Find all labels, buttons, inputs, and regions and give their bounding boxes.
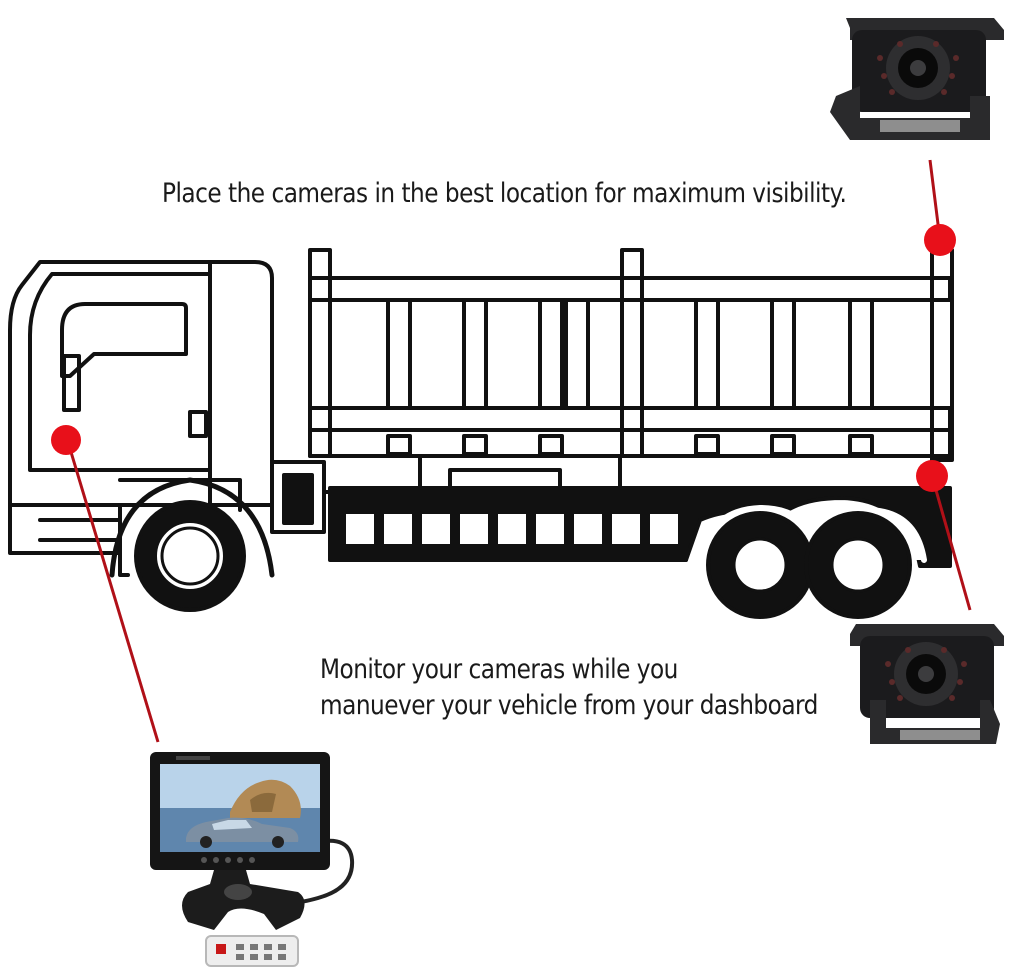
monitor-caption-line-2: manuever your vehicle from your dashboar… [320, 690, 818, 721]
dump-truck-illustration [8, 248, 954, 619]
door-handle [188, 410, 208, 438]
front-wheel [109, 477, 275, 612]
rear-view-camera-icon [850, 624, 1004, 744]
rear-view-camera-icon [830, 18, 1004, 140]
camera-markers [51, 224, 956, 492]
remote-control-icon [205, 935, 299, 967]
monitor-stand [182, 870, 305, 930]
dump-bed [308, 248, 954, 490]
side-mirror [62, 354, 81, 412]
dashboard-monitor-icon [150, 752, 355, 930]
cab-window [60, 302, 188, 378]
marker-top-rear [924, 224, 956, 256]
front-bumper [8, 503, 122, 555]
marker-cab [51, 425, 81, 455]
marker-bottom-rear [916, 460, 948, 492]
callout-line-bottom-camera [930, 475, 972, 611]
rear-wheels [706, 511, 912, 619]
callout-line-monitor [66, 441, 160, 743]
monitor-caption: Monitor your cameras while you manuever … [320, 652, 818, 724]
placement-caption: Place the cameras in the best location f… [162, 178, 847, 209]
monitor-caption-line-1: Monitor your cameras while you [320, 654, 678, 685]
